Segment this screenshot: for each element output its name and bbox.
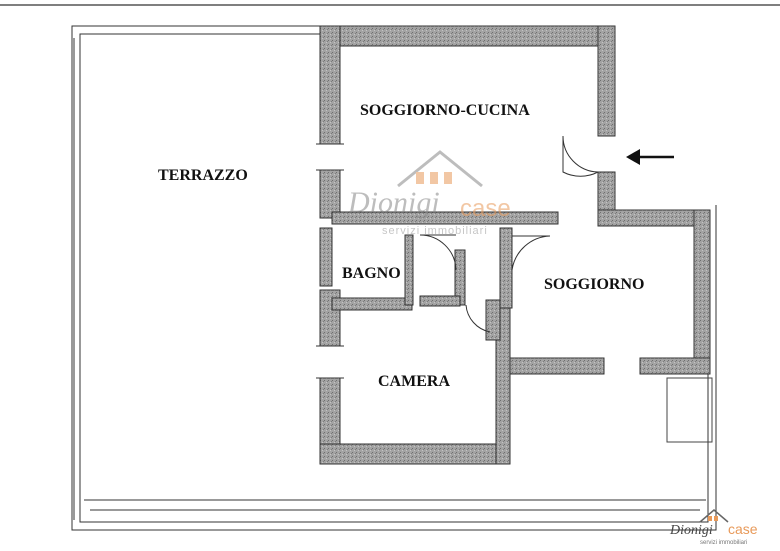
window-icon <box>708 516 712 521</box>
house-roof-icon <box>397 150 483 188</box>
watermark: Dionigi case servizi immobiliari <box>347 150 511 237</box>
window-icon <box>430 172 438 184</box>
window-icon <box>416 172 424 184</box>
room-label-bagno: BAGNO <box>342 265 401 282</box>
watermark-tagline: servizi immobiliari <box>382 225 488 237</box>
logo-tagline: servizi immobiliari <box>700 540 747 546</box>
house-roof-icon <box>699 509 729 523</box>
logo-brand-word: case <box>728 521 758 537</box>
watermark-brand-word: case <box>460 195 511 222</box>
room-label-soggiorno-cucina: SOGGIORNO-CUCINA <box>360 102 530 119</box>
window-icon <box>444 172 452 184</box>
terrace-outline <box>71 25 717 531</box>
room-label-soggiorno: SOGGIORNO <box>544 276 644 293</box>
doors <box>316 135 641 379</box>
window-icon <box>714 516 718 521</box>
storage-box <box>666 377 713 443</box>
brand-logo: Dionigi case servizi immobiliari <box>669 509 758 546</box>
watermark-brand-script: Dionigi <box>347 186 440 219</box>
room-label-terrazzo: TERRAZZO <box>158 167 248 184</box>
arrow-left-icon <box>626 149 674 165</box>
room-label-camera: CAMERA <box>378 373 450 390</box>
logo-brand-script: Dionigi <box>669 523 713 538</box>
walls <box>319 25 711 465</box>
